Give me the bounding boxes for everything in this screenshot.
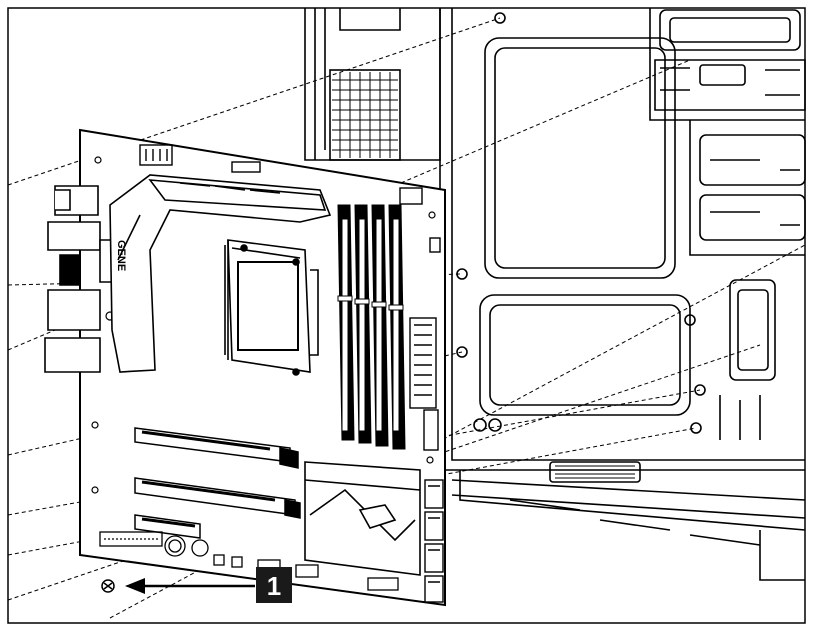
atx-power-connector	[409, 237, 441, 451]
memory-slots	[337, 204, 406, 450]
install-direction-arrow	[125, 578, 255, 594]
step-badge: 1	[256, 567, 292, 603]
bottom-headers	[99, 531, 399, 591]
board-model-label: GENE	[115, 240, 127, 271]
fan-grill	[332, 72, 398, 158]
motherboard: GENE	[44, 128, 446, 607]
step-number: 1	[267, 571, 281, 601]
cpu-socket	[224, 239, 319, 376]
chassis-vent	[555, 465, 635, 479]
sata-ports	[424, 479, 444, 603]
cpu-power-connector	[139, 144, 423, 205]
chipset-heatsink	[304, 461, 421, 576]
pcie-slots	[134, 427, 301, 539]
motherboard-screw	[101, 579, 115, 593]
io-heatsink-shroud	[109, 174, 332, 373]
